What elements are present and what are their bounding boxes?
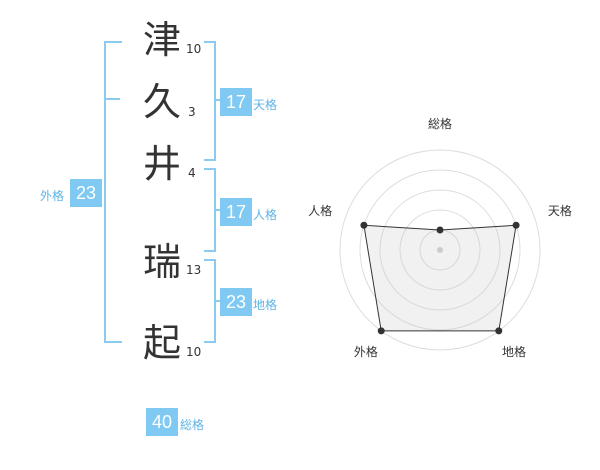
stroke-count-4: 13 bbox=[186, 263, 202, 277]
chikaku-label: 地格 bbox=[253, 298, 278, 312]
radar-point-5 bbox=[360, 221, 368, 229]
radar-axis-label-5: 人格 bbox=[308, 203, 332, 218]
radar-point-2 bbox=[512, 221, 520, 229]
tenkaku-bracket bbox=[204, 41, 216, 161]
jinkaku-value: 17 bbox=[220, 198, 252, 226]
tenkaku-bracket-tick bbox=[214, 99, 222, 101]
soukaku-label: 総格 bbox=[180, 418, 205, 432]
radar-center-dot bbox=[437, 247, 443, 253]
radar-point-1 bbox=[436, 226, 444, 234]
gaikaku-label: 外格 bbox=[40, 189, 65, 203]
radar-point-3 bbox=[495, 327, 503, 335]
radar-axis-label-1: 総格 bbox=[428, 116, 452, 131]
gaikaku-bracket bbox=[104, 41, 122, 343]
name-char-3: 井 bbox=[142, 142, 181, 186]
jinkaku-label: 人格 bbox=[253, 208, 278, 222]
name-char-2: 久 bbox=[142, 80, 181, 124]
name-char-5: 起 bbox=[142, 321, 181, 365]
soukaku-value: 40 bbox=[146, 408, 178, 436]
radar-point-4 bbox=[377, 327, 385, 335]
chikaku-value: 23 bbox=[220, 288, 252, 316]
name-char-1: 津 bbox=[142, 18, 181, 62]
gaikaku-bracket-tick bbox=[104, 98, 120, 100]
tenkaku-label: 天格 bbox=[253, 98, 278, 112]
name-char-4: 瑞 bbox=[142, 240, 181, 284]
radar-grid-ring-4 bbox=[359, 169, 521, 331]
gaikaku-value: 23 bbox=[70, 179, 102, 207]
radar-axis-label-3: 地格 bbox=[502, 344, 526, 359]
radar-grid-ring-2 bbox=[399, 209, 481, 291]
radar-grid-ring-5 bbox=[339, 149, 541, 351]
radar-grid-ring-3 bbox=[379, 189, 501, 311]
radar-series-shape bbox=[363, 224, 517, 332]
stroke-count-5: 10 bbox=[186, 345, 202, 359]
stroke-count-3: 4 bbox=[188, 166, 196, 180]
radar-axis-label-2: 天格 bbox=[548, 203, 572, 218]
tenkaku-value: 17 bbox=[220, 88, 252, 116]
chikaku-bracket-tick bbox=[214, 300, 222, 302]
jinkaku-bracket-tick bbox=[214, 209, 222, 211]
stroke-count-2: 3 bbox=[188, 105, 196, 119]
radar-axis-label-4: 外格 bbox=[354, 344, 378, 359]
stroke-count-1: 10 bbox=[186, 42, 202, 56]
